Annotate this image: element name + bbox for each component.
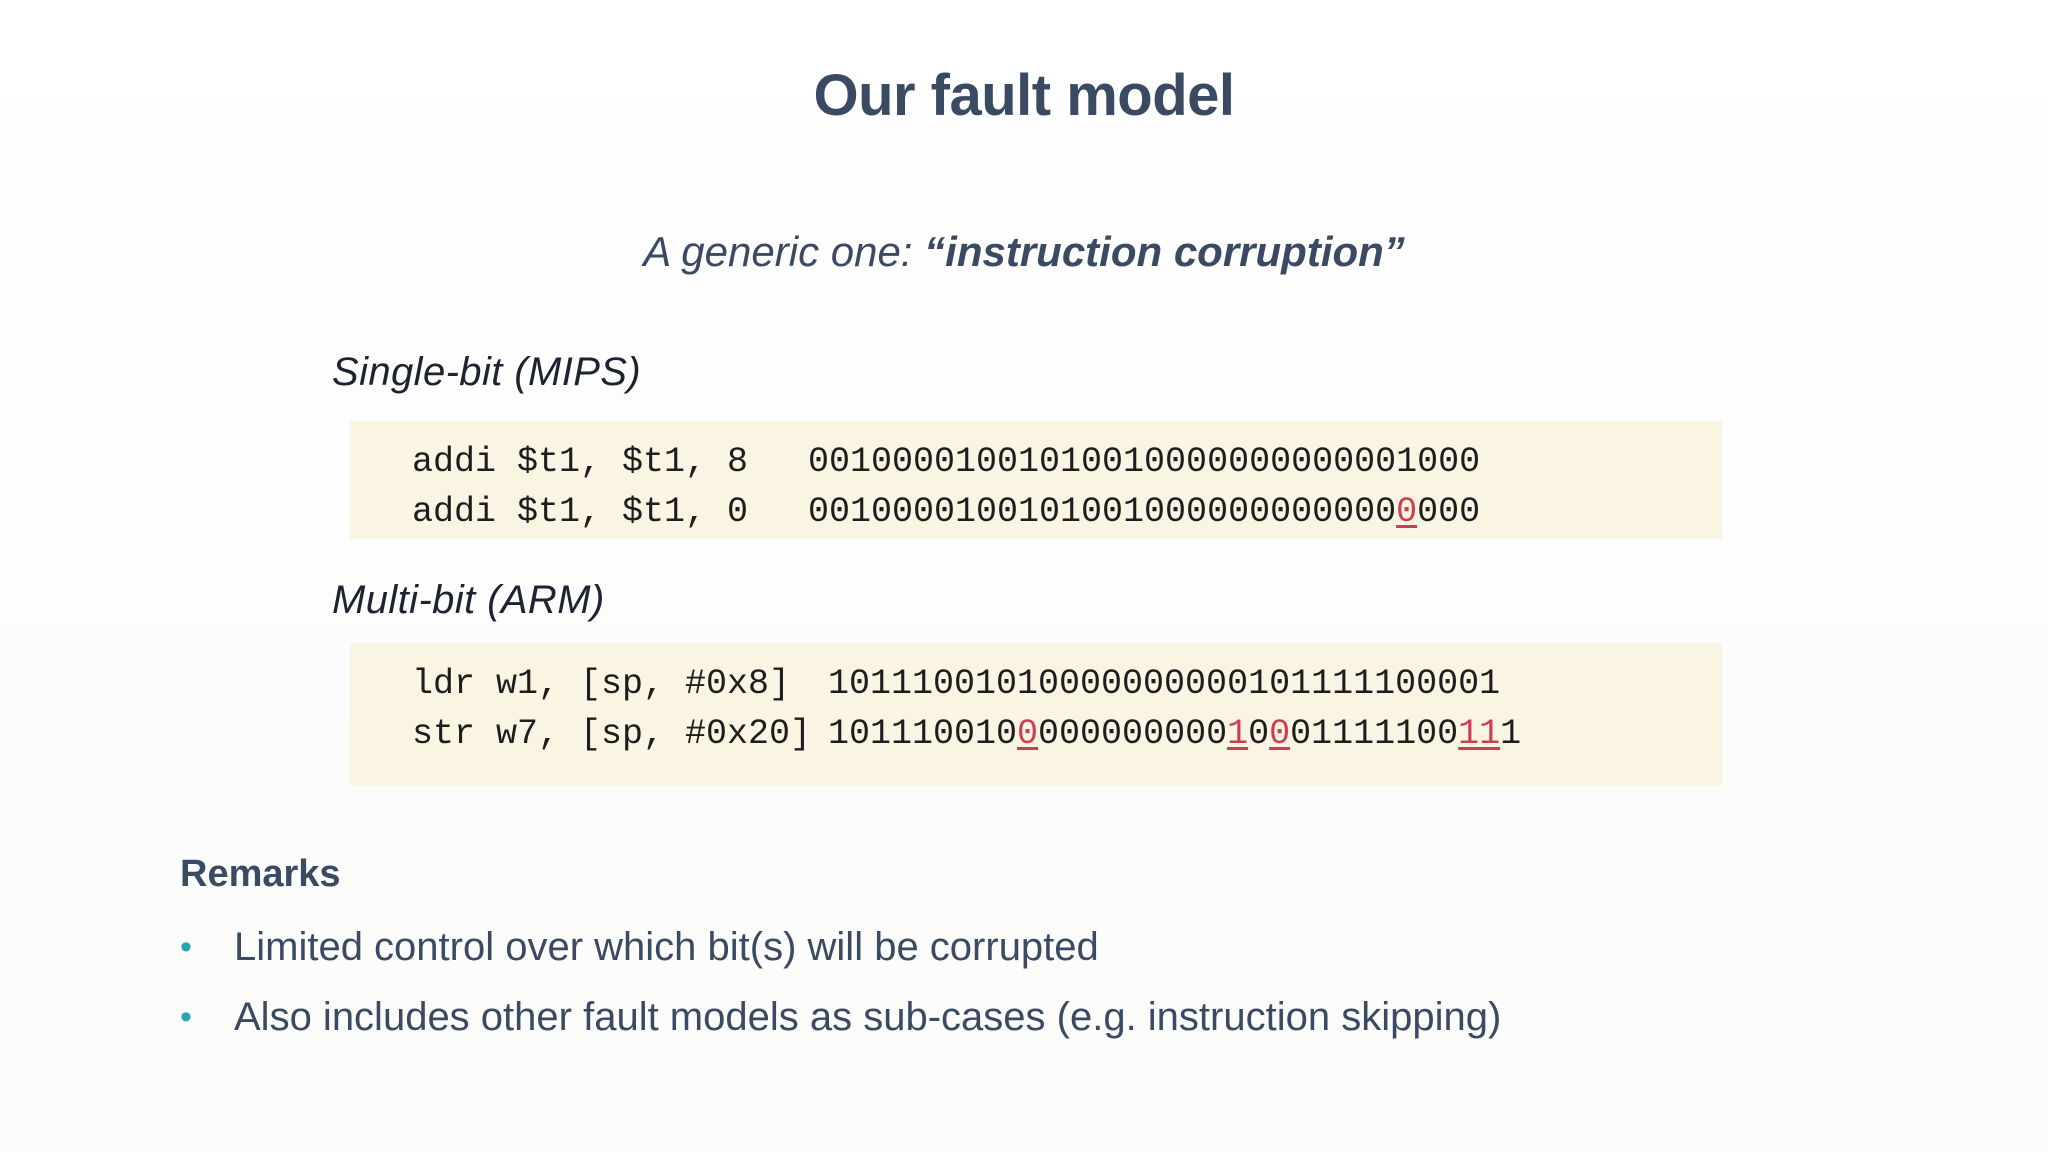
- subtitle-prefix: A generic one:: [643, 228, 925, 275]
- section-heading-multi-bit-arm: Multi-bit (ARM): [332, 578, 605, 622]
- code-block-mips: addi $t1, $t1, 8 001000010010100100000000…: [350, 421, 1722, 539]
- flipped-bit: 0: [1017, 714, 1039, 754]
- list-item-label: Limited control over which bit(s) will b…: [234, 925, 1099, 969]
- asm-instruction: ldr w1, [sp, #0x8]: [412, 664, 791, 704]
- code-line: ldr w1, [sp, #0x8] 1011100101000000000010…: [350, 659, 1722, 709]
- flipped-bit: 11: [1458, 714, 1501, 754]
- binary-encoding: 10111001010000000000101111100001: [828, 664, 1501, 704]
- slide-subtitle: A generic one: “instruction corruption”: [0, 228, 2048, 276]
- binary-bits: 101110010: [828, 714, 1018, 754]
- list-item: • Limited control over which bit(s) will…: [180, 920, 1930, 974]
- binary-bits: 000000000: [1038, 714, 1228, 754]
- flipped-bit: 0: [1396, 492, 1418, 532]
- bullet-dot-icon: •: [180, 928, 192, 966]
- remarks-heading: Remarks: [180, 853, 341, 895]
- asm-instruction: str w7, [sp, #0x20]: [412, 714, 812, 754]
- binary-encoding-with-flips: 101110010000000000010001111100111: [828, 709, 1521, 759]
- binary-bits: 0: [1248, 714, 1270, 754]
- list-item: • Also includes other fault models as su…: [180, 990, 1930, 1044]
- asm-instruction: addi $t1, $t1, 0: [412, 492, 749, 532]
- list-item-label: Also includes other fault models as sub-…: [234, 995, 1502, 1039]
- flipped-bit: 1: [1227, 714, 1249, 754]
- page-title: Our fault model: [813, 63, 1235, 128]
- binary-bits: 01111100: [1290, 714, 1459, 754]
- code-block-arm: ldr w1, [sp, #0x8]1011100101000000000010…: [350, 643, 1722, 786]
- code-line: addi $t1, $t1, 8 001000010010100100000000…: [350, 437, 1722, 487]
- code-line: str w7, [sp, #0x20]101110010000000000010…: [350, 709, 1722, 759]
- bullet-dot-icon: •: [180, 998, 192, 1036]
- code-line: addi $t1, $t1, 0 001000010010100100000000…: [350, 487, 1722, 537]
- binary-bits: 1: [1500, 714, 1522, 754]
- binary-encoding-suffix: 000: [1417, 492, 1481, 532]
- remarks-bullet-list: • Limited control over which bit(s) will…: [180, 920, 1930, 1060]
- asm-instruction: addi $t1, $t1, 8: [412, 442, 749, 482]
- section-heading-single-bit-mips: Single-bit (MIPS): [332, 350, 642, 394]
- binary-encoding-prefix: 0010000100101001000000000000: [808, 492, 1397, 532]
- binary-encoding: 00100001001010010000000000001000: [808, 442, 1481, 482]
- subtitle-quoted-term: “instruction corruption”: [924, 228, 1405, 275]
- flipped-bit: 0: [1269, 714, 1291, 754]
